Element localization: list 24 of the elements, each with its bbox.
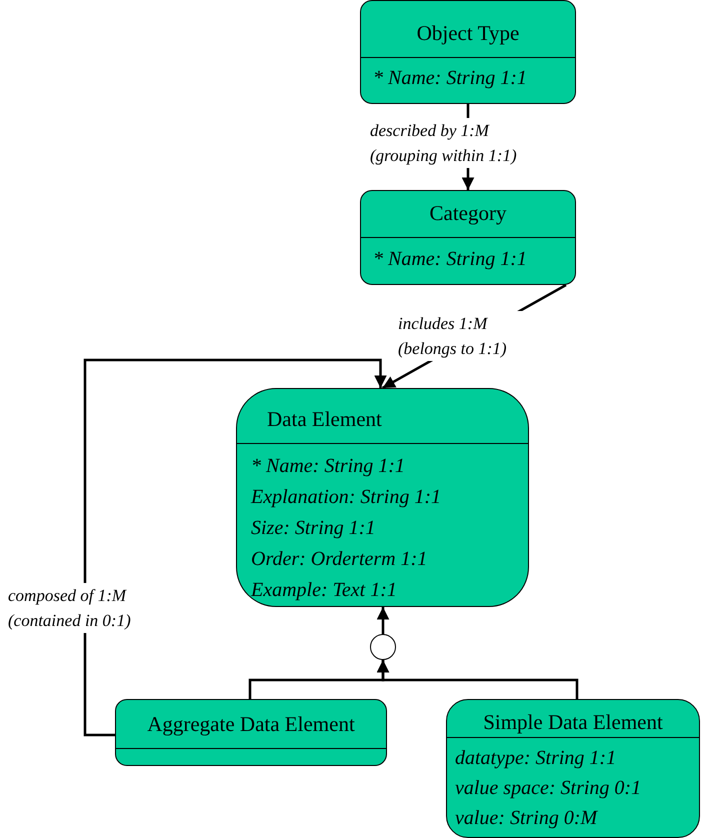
entity-name: Simple Data Element bbox=[482, 710, 664, 734]
attribute-text: datatype: String 1:1 bbox=[455, 746, 616, 771]
connector-arrow bbox=[84, 358, 387, 736]
attribute-text: * Name: String 1:1 bbox=[373, 66, 527, 91]
attribute-text: value: String 0:M bbox=[455, 806, 598, 831]
entity-box bbox=[115, 699, 387, 766]
entity-name: Data Element bbox=[267, 407, 382, 431]
entity-name: Object Type bbox=[416, 21, 520, 45]
entity-box bbox=[360, 0, 576, 104]
entity-name: Category bbox=[428, 201, 508, 225]
entity-name: Aggregate Data Element bbox=[146, 712, 356, 736]
attribute-text: value space: String 0:1 bbox=[455, 776, 642, 801]
attribute-text: Size: String 1:1 bbox=[251, 516, 376, 541]
connector-arrow bbox=[376, 660, 578, 699]
entity-box bbox=[236, 388, 529, 607]
attribute-text: Explanation: String 1:1 bbox=[251, 485, 441, 510]
junction-circle bbox=[370, 634, 396, 660]
attribute-text: Example: Text 1:1 bbox=[251, 578, 397, 603]
entity-box bbox=[360, 190, 576, 285]
connector-arrow bbox=[376, 607, 390, 634]
attribute-text: * Name: String 1:1 bbox=[251, 454, 405, 479]
entity-box bbox=[446, 699, 700, 838]
attribute-text: Order: Orderterm 1:1 bbox=[251, 547, 428, 572]
attribute-text: * Name: String 1:1 bbox=[373, 247, 527, 272]
